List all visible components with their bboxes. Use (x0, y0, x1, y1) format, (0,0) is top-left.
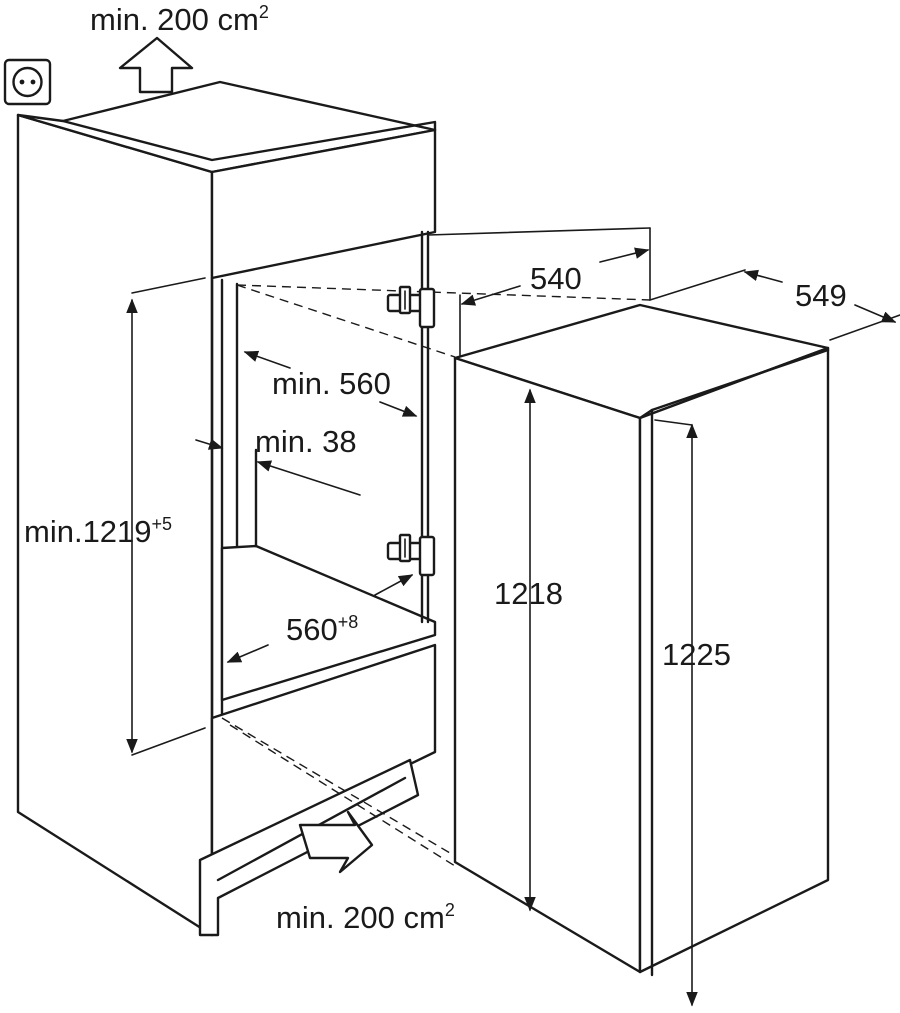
appliance-side-face (453, 356, 642, 974)
label-side-gap-min: min. 38 (255, 424, 357, 459)
appliance (453, 303, 830, 977)
label-appliance-depth: 549 (795, 278, 847, 313)
cabinet-shelf (220, 544, 437, 702)
label-appliance-height-total: 1225 (662, 637, 731, 672)
label-top-vent: min. 200 cm2 (90, 2, 269, 37)
airflow-up-arrow-icon (118, 36, 194, 94)
label-niche-width: 560+8 (286, 612, 358, 647)
label-bottom-vent: min. 200 cm2 (276, 900, 455, 935)
dimension-lines (126, 247, 897, 1007)
label-niche-height: min.1219+5 (24, 514, 172, 549)
cabinet-lower-rail (210, 643, 437, 862)
label-niche-width-min: min. 560 (272, 366, 391, 401)
cabinet (16, 80, 437, 937)
label-appliance-width: 540 (530, 261, 582, 296)
cabinet-top-rail (210, 128, 437, 280)
label-appliance-height-body: 1218 (494, 576, 563, 611)
power-outlet-icon (3, 58, 52, 106)
door-hinge-icon (386, 285, 436, 577)
airflow-in-arrow-icon (298, 810, 374, 874)
guide-lines (131, 227, 900, 867)
dimension-labels: min. 200 cm2 min. 560 min. 38 min.1219+5… (24, 2, 847, 935)
